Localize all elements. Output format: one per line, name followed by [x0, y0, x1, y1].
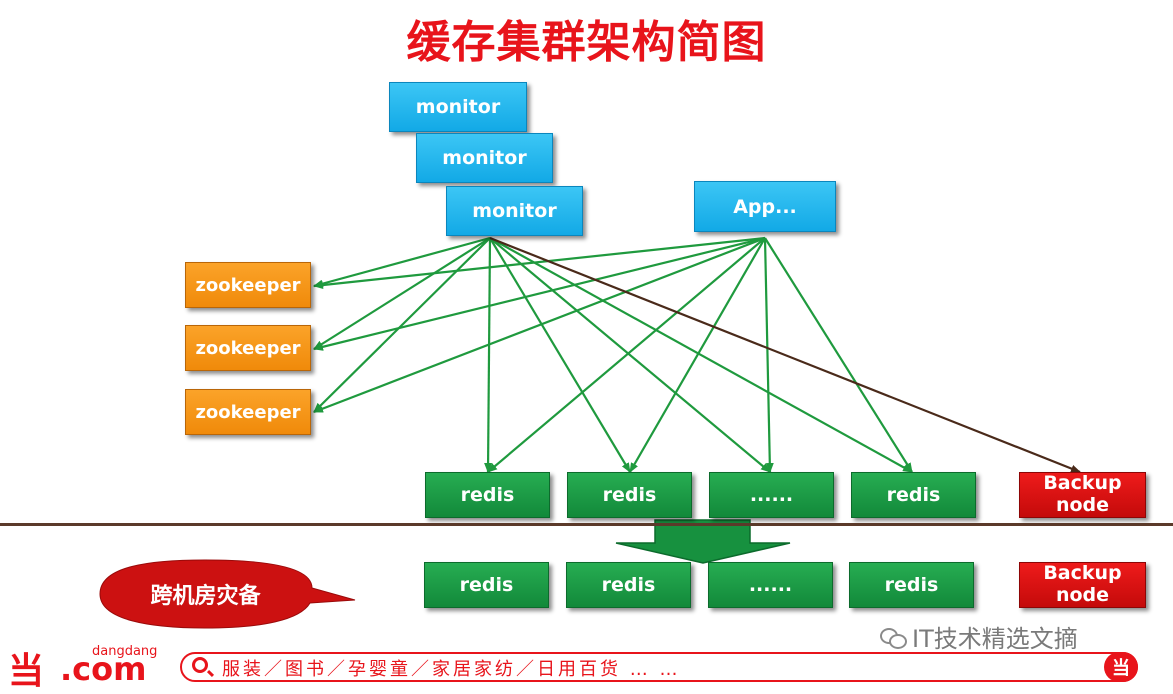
watermark-text: IT技术精选文摘: [912, 625, 1078, 653]
redis-node-dr-2: redis: [566, 562, 691, 608]
footer-categories: 服装／图书／孕婴童／家居家纺／日用百货 … …: [222, 659, 681, 680]
monitor-node-3: monitor: [446, 186, 583, 236]
dangdang-logo-com: .com: [60, 650, 147, 688]
watermark: IT技术精选文摘: [880, 619, 1078, 654]
replication-arrow: [615, 519, 791, 564]
dangdang-logo-mark: 当: [8, 651, 45, 692]
redis-node-primary-2: redis: [567, 472, 692, 518]
app-node: App...: [694, 181, 836, 232]
redis-node-dr-3: ......: [708, 562, 833, 608]
redis-node-primary-4: redis: [851, 472, 976, 518]
dangdang-right-logo: 当: [1104, 652, 1138, 682]
monitor-node-2: monitor: [416, 133, 553, 183]
redis-node-dr-4: redis: [849, 562, 974, 608]
wechat-icon: [880, 626, 907, 649]
dangdang-logo-small: dangdang: [92, 644, 158, 659]
zookeeper-node-3: zookeeper: [185, 389, 311, 435]
backup-node-primary: Backup node: [1019, 472, 1146, 518]
zookeeper-node-2: zookeeper: [185, 325, 311, 371]
monitor-node-1: monitor: [389, 82, 527, 132]
datacenter-divider: [0, 523, 1173, 526]
redis-node-primary-3: ......: [709, 472, 834, 518]
search-icon[interactable]: [192, 657, 208, 673]
backup-node-dr: Backup node: [1019, 562, 1146, 608]
footer-search-bar[interactable]: 服装／图书／孕婴童／家居家纺／日用百货 … … 当: [180, 652, 1138, 682]
redis-node-dr-1: redis: [424, 562, 549, 608]
redis-node-primary-1: redis: [425, 472, 550, 518]
diagram-title: 缓存集群架构简图: [406, 17, 767, 68]
zookeeper-node-1: zookeeper: [185, 262, 311, 308]
dr-bubble: [99, 559, 356, 629]
dr-label: 跨机房灾备: [150, 584, 261, 609]
